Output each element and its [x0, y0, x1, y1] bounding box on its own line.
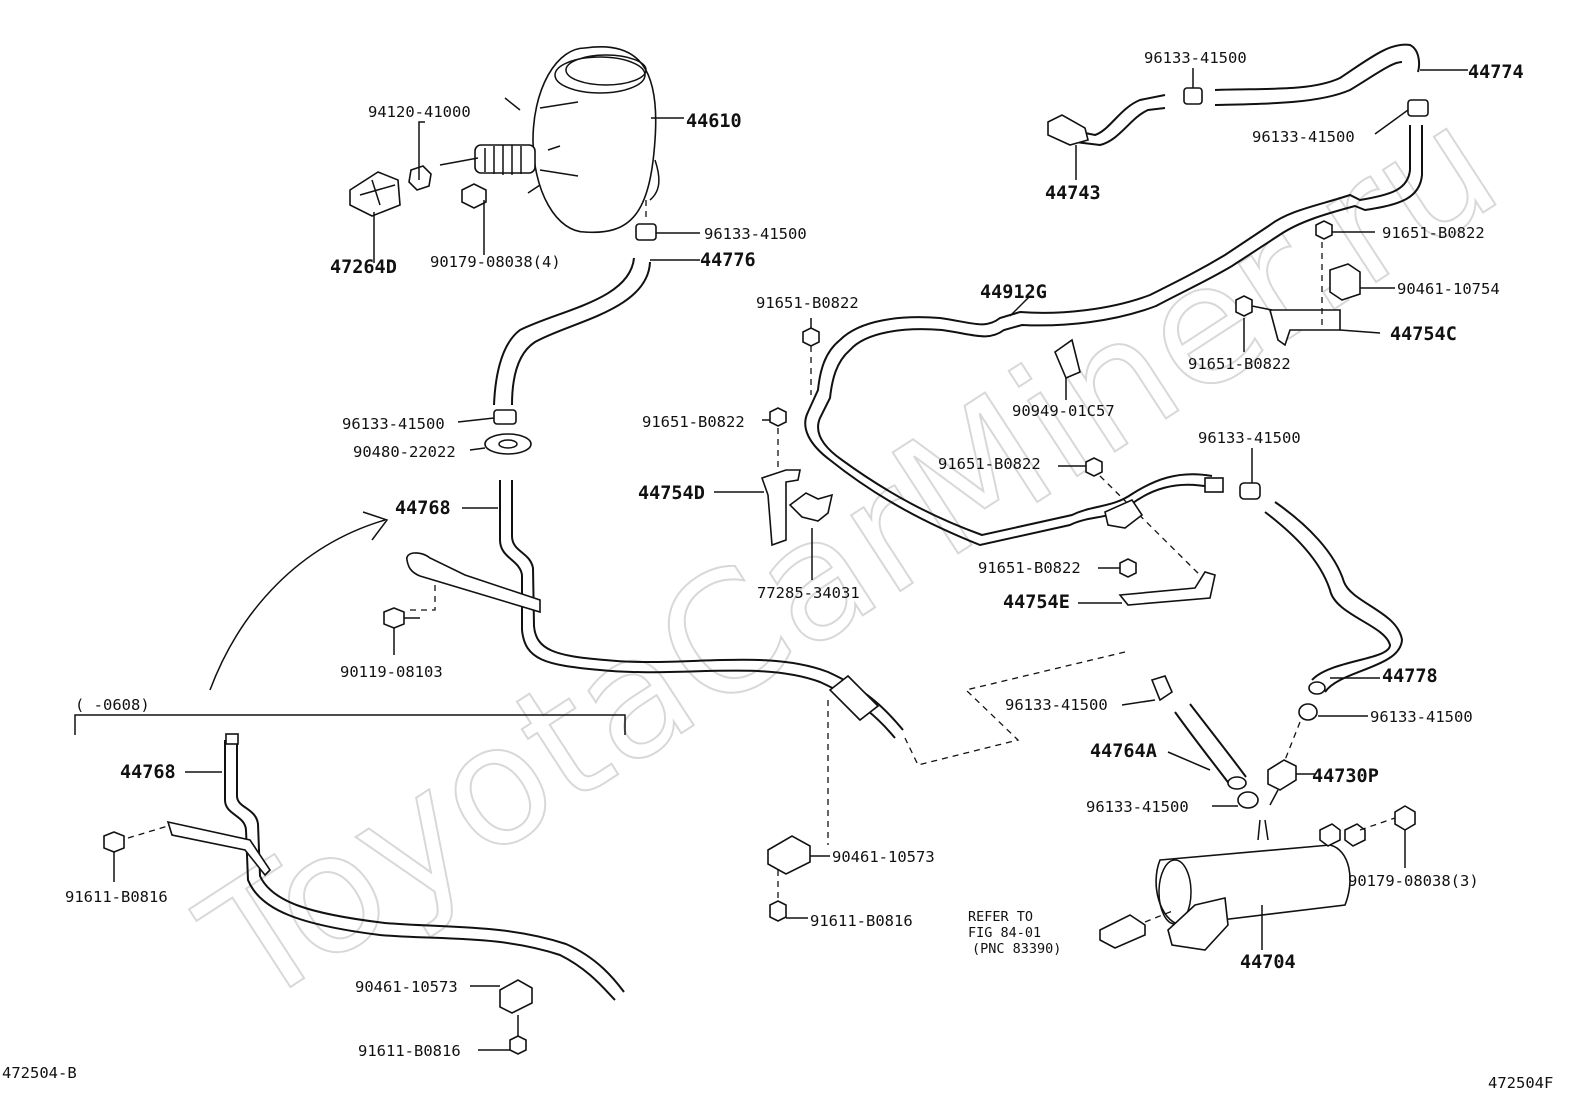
bolt-91651-a: [1315, 220, 1375, 240]
label-90461-10573-b: 90461-10573: [832, 848, 935, 866]
label-44754E: 44754E: [1003, 592, 1070, 613]
label-94120-41000: 94120-41000: [368, 103, 471, 121]
label-96133-41500-e: 96133-41500: [1198, 429, 1301, 447]
label-90179-08038-3: 90179-08038(3): [1348, 872, 1479, 890]
label-90461-10754: 90461-10754: [1397, 280, 1500, 298]
label-90119-08103: 90119-08103: [340, 663, 443, 681]
bolt-91651-e: [1058, 457, 1103, 477]
label-refer-to: REFER TO: [968, 909, 1033, 925]
clamp-90461-a: [470, 979, 533, 1014]
label-44743: 44743: [1045, 183, 1101, 204]
bolt-91611-a: [103, 831, 125, 853]
bolt-91651-b: [1235, 295, 1273, 352]
bolt-91611-c: [769, 900, 808, 922]
nut-90179-booster: [461, 183, 487, 209]
clamp-pipe-mid: [1104, 498, 1144, 529]
label-91611-B0816-c: 91611-B0816: [810, 912, 913, 930]
label-96133-41500-b: 96133-41500: [342, 415, 445, 433]
label-44610: 44610: [686, 111, 742, 132]
label-77285-34031: 77285-34031: [757, 584, 860, 602]
range-bracket: [74, 714, 626, 735]
clip-96133-h: [1237, 791, 1259, 809]
label-91611-B0816-a: 91611-B0816: [65, 888, 168, 906]
label-44774: 44774: [1468, 62, 1524, 83]
label-44778: 44778: [1382, 666, 1438, 687]
label-range: ( -0608): [75, 696, 150, 714]
bolt-91611-b: [478, 1035, 527, 1055]
clip-96133-e: [1239, 482, 1261, 500]
label-91611-B0816-b: 91611-B0816: [358, 1042, 461, 1060]
reference-dashed-frame: [904, 651, 1126, 766]
label-96133-41500-c: 96133-41500: [1144, 49, 1247, 67]
label-90480-22022: 90480-22022: [353, 443, 456, 461]
label-96133-41500-h: 96133-41500: [1086, 798, 1189, 816]
label-96133-41500-d: 96133-41500: [1252, 128, 1355, 146]
label-44764A: 44764A: [1090, 741, 1157, 762]
label-44754C: 44754C: [1390, 324, 1457, 345]
clamp-90461-b: [767, 835, 830, 875]
bolt-91651-f: [1098, 558, 1137, 578]
bolt-91651-d: [762, 407, 787, 427]
clip-96133-a: [635, 223, 657, 241]
hose-44778: [1264, 501, 1404, 695]
label-fig: FIG 84-01: [968, 925, 1041, 941]
clip-96133-c: [1183, 87, 1203, 105]
direction-arrow: [209, 519, 386, 691]
canister-44704: [1155, 819, 1366, 951]
label-footer-left: 472504-B: [2, 1064, 77, 1082]
label-96133-41500-g: 96133-41500: [1005, 696, 1108, 714]
label-90179-08038-4: 90179-08038(4): [430, 253, 561, 271]
label-91651-B0822-f: 91651-B0822: [978, 559, 1081, 577]
label-91651-B0822-c: 91651-B0822: [756, 294, 859, 312]
vacuum-pipe-44768: [499, 480, 904, 739]
clip-96133-g: [1150, 675, 1174, 702]
label-91651-B0822-b: 91651-B0822: [1188, 355, 1291, 373]
label-90461-10573-a: 90461-10573: [355, 978, 458, 996]
grommet-90480: [484, 433, 532, 455]
bracket-44768-variant: [166, 820, 272, 877]
clip-96133-b: [493, 409, 517, 425]
clip-96133-d: [1407, 99, 1429, 117]
bracket-44754D: [760, 469, 801, 547]
nut-90179-canister: [1394, 805, 1416, 868]
sensor-ref: [1099, 909, 1176, 949]
label-44768-a: 44768: [395, 498, 451, 519]
label-91651-B0822-e: 91651-B0822: [938, 455, 1041, 473]
hose-44774: [1214, 43, 1420, 106]
nut-94120: [408, 165, 432, 191]
label-44912G: 44912G: [980, 282, 1047, 303]
pipe-44912G: [804, 125, 1423, 547]
label-96133-41500-a: 96133-41500: [704, 225, 807, 243]
label-44704: 44704: [1240, 952, 1296, 973]
clevis-47264D: [349, 171, 401, 217]
brake-booster: [439, 46, 660, 234]
label-44768-b: 44768: [120, 762, 176, 783]
bolt-91651-c: [802, 318, 820, 347]
label-pnc: (PNC 83390): [972, 941, 1061, 957]
label-44776: 44776: [700, 250, 756, 271]
label-footer-right: 472504F: [1488, 1074, 1553, 1092]
clamp-90949: [1054, 338, 1081, 380]
label-44730P: 44730P: [1312, 766, 1379, 787]
label-44754D: 44754D: [638, 483, 705, 504]
hose-44764A: [1174, 703, 1247, 790]
label-96133-41500-f: 96133-41500: [1370, 708, 1473, 726]
label-91651-B0822-d: 91651-B0822: [642, 413, 745, 431]
bolt-90119: [383, 607, 420, 629]
bracket-44754E: [1118, 571, 1216, 606]
bracket-44768: [406, 552, 541, 614]
clip-96133-f: [1298, 703, 1318, 721]
labels: 44610 94120-41000 47264D 90179-08038(4) …: [2, 49, 1553, 1092]
label-47264D: 47264D: [330, 257, 397, 278]
clip-77285: [788, 492, 834, 522]
clamp-90461-10754: [1329, 263, 1395, 301]
pipe-44743: [1047, 94, 1166, 147]
vacuum-pipe-44768-variant: [224, 733, 625, 1001]
bracket-44754C: [1268, 309, 1341, 347]
label-91651-B0822-a: 91651-B0822: [1382, 224, 1485, 242]
valve-44730P: [1267, 759, 1316, 806]
label-90949-01C57: 90949-01C57: [1012, 402, 1115, 420]
